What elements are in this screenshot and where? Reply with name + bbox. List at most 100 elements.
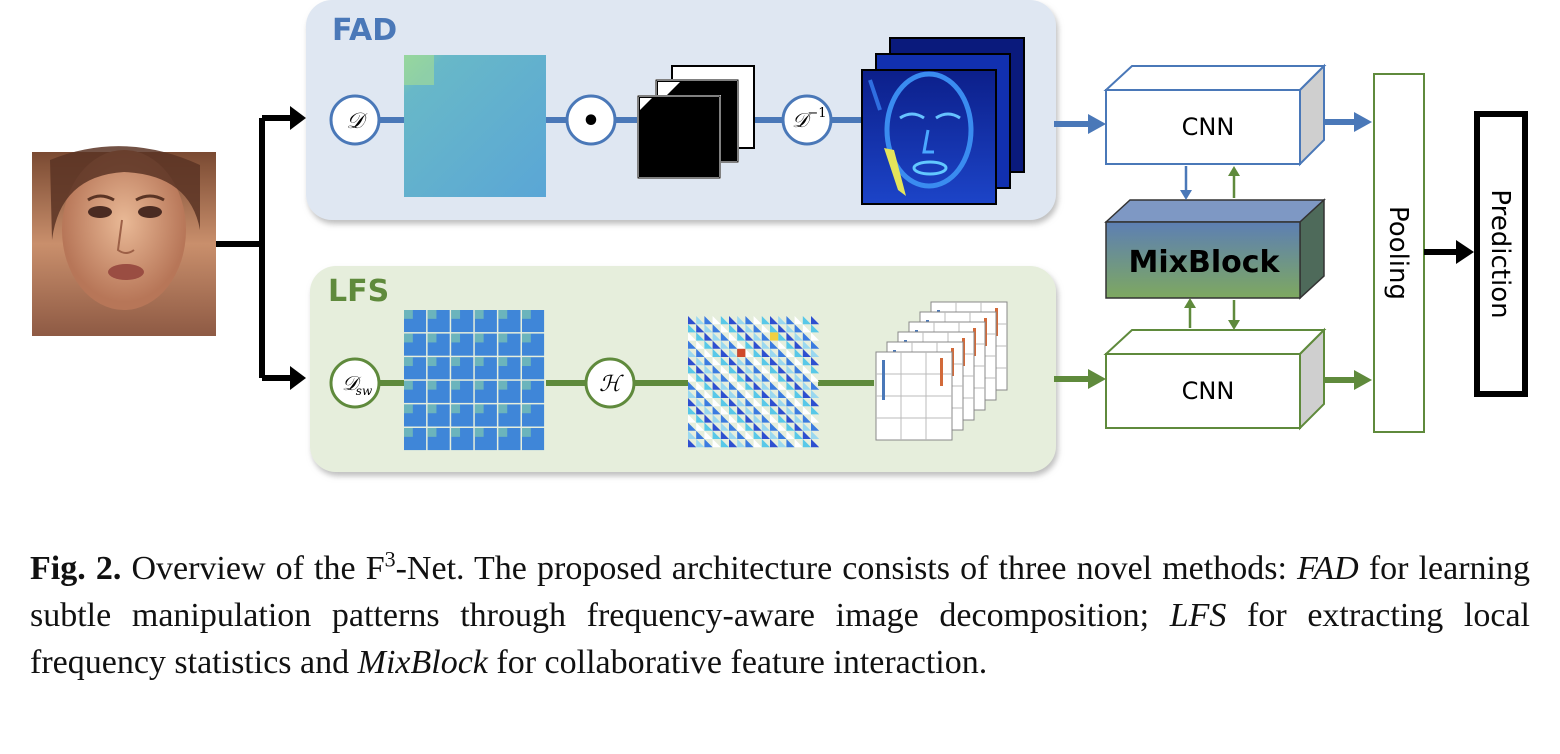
statistic-cell: [688, 406, 697, 415]
statistic-cell: [737, 398, 746, 407]
swdct-operator-subscript: sw: [356, 384, 373, 398]
statistic-cell: [737, 430, 746, 439]
statistic-cell: [704, 324, 713, 333]
statistic-cell: [802, 389, 811, 398]
statistic-cell: [811, 348, 820, 357]
statistic-cell: [688, 381, 697, 390]
statistic-cell: [720, 414, 729, 423]
statistic-cell: [745, 430, 754, 439]
lfs-connectors: [380, 369, 1106, 389]
statistic-cell: [688, 439, 697, 448]
statistic-cell: [745, 398, 754, 407]
statistic-cell: [720, 439, 729, 448]
statistic-cell: [761, 406, 770, 415]
statistic-cell: [778, 316, 787, 325]
statistic-cell: [811, 316, 820, 325]
statistic-cell: [786, 389, 795, 398]
input-face-image: [32, 146, 216, 336]
statistic-cell: [786, 430, 795, 439]
statistic-cell: [802, 365, 811, 374]
statistic-cell: [704, 414, 713, 423]
figure-caption: Fig. 2. Overview of the F3-Net. The prop…: [30, 545, 1530, 686]
statistic-cell: [745, 340, 754, 349]
statistic-cell: [778, 439, 787, 448]
statistic-cell: [720, 357, 729, 366]
statistic-cell: [761, 340, 770, 349]
statistic-cell: [729, 406, 738, 415]
statistic-cell: [729, 332, 738, 341]
statistic-cell: [761, 430, 770, 439]
statistic-cell: [794, 316, 803, 325]
sliding-window-dct-operator: 𝒟 sw: [329, 357, 381, 409]
cnn-to-pooling-arrows: [1324, 112, 1372, 390]
statistic-cell: [688, 389, 697, 398]
statistic-cell: [753, 439, 762, 448]
statistic-cell: [704, 439, 713, 448]
statistic-cell: [737, 340, 746, 349]
statistic-cell: [778, 430, 787, 439]
caption-mixblock: MixBlock: [357, 644, 488, 681]
statistic-cell: [712, 406, 721, 415]
statistic-cell: [794, 365, 803, 374]
statistic-cell: [729, 340, 738, 349]
statistic-cell: [696, 316, 705, 325]
statistic-cell: [720, 398, 729, 407]
statistic-cell: [737, 332, 746, 341]
statistic-cell: [729, 348, 738, 357]
statistic-cell: [704, 332, 713, 341]
statistic-cell: [753, 348, 762, 357]
statistic-cell: [696, 430, 705, 439]
statistic-cell: [778, 348, 787, 357]
statistic-cell: [786, 316, 795, 325]
statistic-cell: [770, 324, 779, 333]
statistic-cell: [778, 381, 787, 390]
statistic-cell: [770, 398, 779, 407]
statistic-cell: [720, 316, 729, 325]
statistic-cell: [753, 422, 762, 431]
statistic-cell: [794, 357, 803, 366]
statistic-cell: [729, 422, 738, 431]
statistic-cell: [770, 373, 779, 382]
statistic-cell: [696, 422, 705, 431]
caption-text-1: Overview of the F: [121, 550, 385, 587]
histogram-operator: ℋ: [584, 357, 636, 409]
statistic-cell: [778, 373, 787, 382]
statistic-cell: [753, 430, 762, 439]
statistic-cell: [753, 398, 762, 407]
statistic-cell: [737, 406, 746, 415]
statistic-cell: [811, 381, 820, 390]
statistic-cell: [811, 324, 820, 333]
statistic-cell: [753, 324, 762, 333]
statistic-cell: [688, 430, 697, 439]
statistic-cell: [761, 381, 770, 390]
statistic-cell: [770, 389, 779, 398]
caption-text-2: -Net. The proposed architecture consists…: [395, 550, 1298, 587]
statistic-cell: [761, 316, 770, 325]
caption-label: Fig. 2.: [30, 550, 122, 587]
statistic-cell: [802, 398, 811, 407]
caption-lfs: LFS: [1169, 597, 1227, 634]
statistic-cell: [794, 389, 803, 398]
statistic-cell: [704, 316, 713, 325]
statistic-cell: [794, 414, 803, 423]
statistic-cell: [794, 406, 803, 415]
statistic-cell: [696, 332, 705, 341]
statistic-cell: [811, 340, 820, 349]
statistic-cell: [720, 340, 729, 349]
statistic-cell: [794, 340, 803, 349]
statistic-cell: [811, 332, 820, 341]
statistic-cell: [811, 422, 820, 431]
caption-fad: FAD: [1297, 550, 1359, 587]
statistic-cell: [802, 406, 811, 415]
statistic-cell: [688, 373, 697, 382]
statistic-cell: [712, 389, 721, 398]
dct-spectrum-image: [404, 55, 546, 197]
statistic-cell: [696, 373, 705, 382]
prediction-label: Prediction: [1485, 189, 1515, 318]
statistic-cell: [737, 381, 746, 390]
cnn-top: CNN: [1103, 63, 1327, 167]
swdct-operator-symbol: 𝒟: [342, 371, 362, 395]
statistic-cell: [712, 422, 721, 431]
statistic-cell: [802, 373, 811, 382]
statistic-cell: [712, 357, 721, 366]
